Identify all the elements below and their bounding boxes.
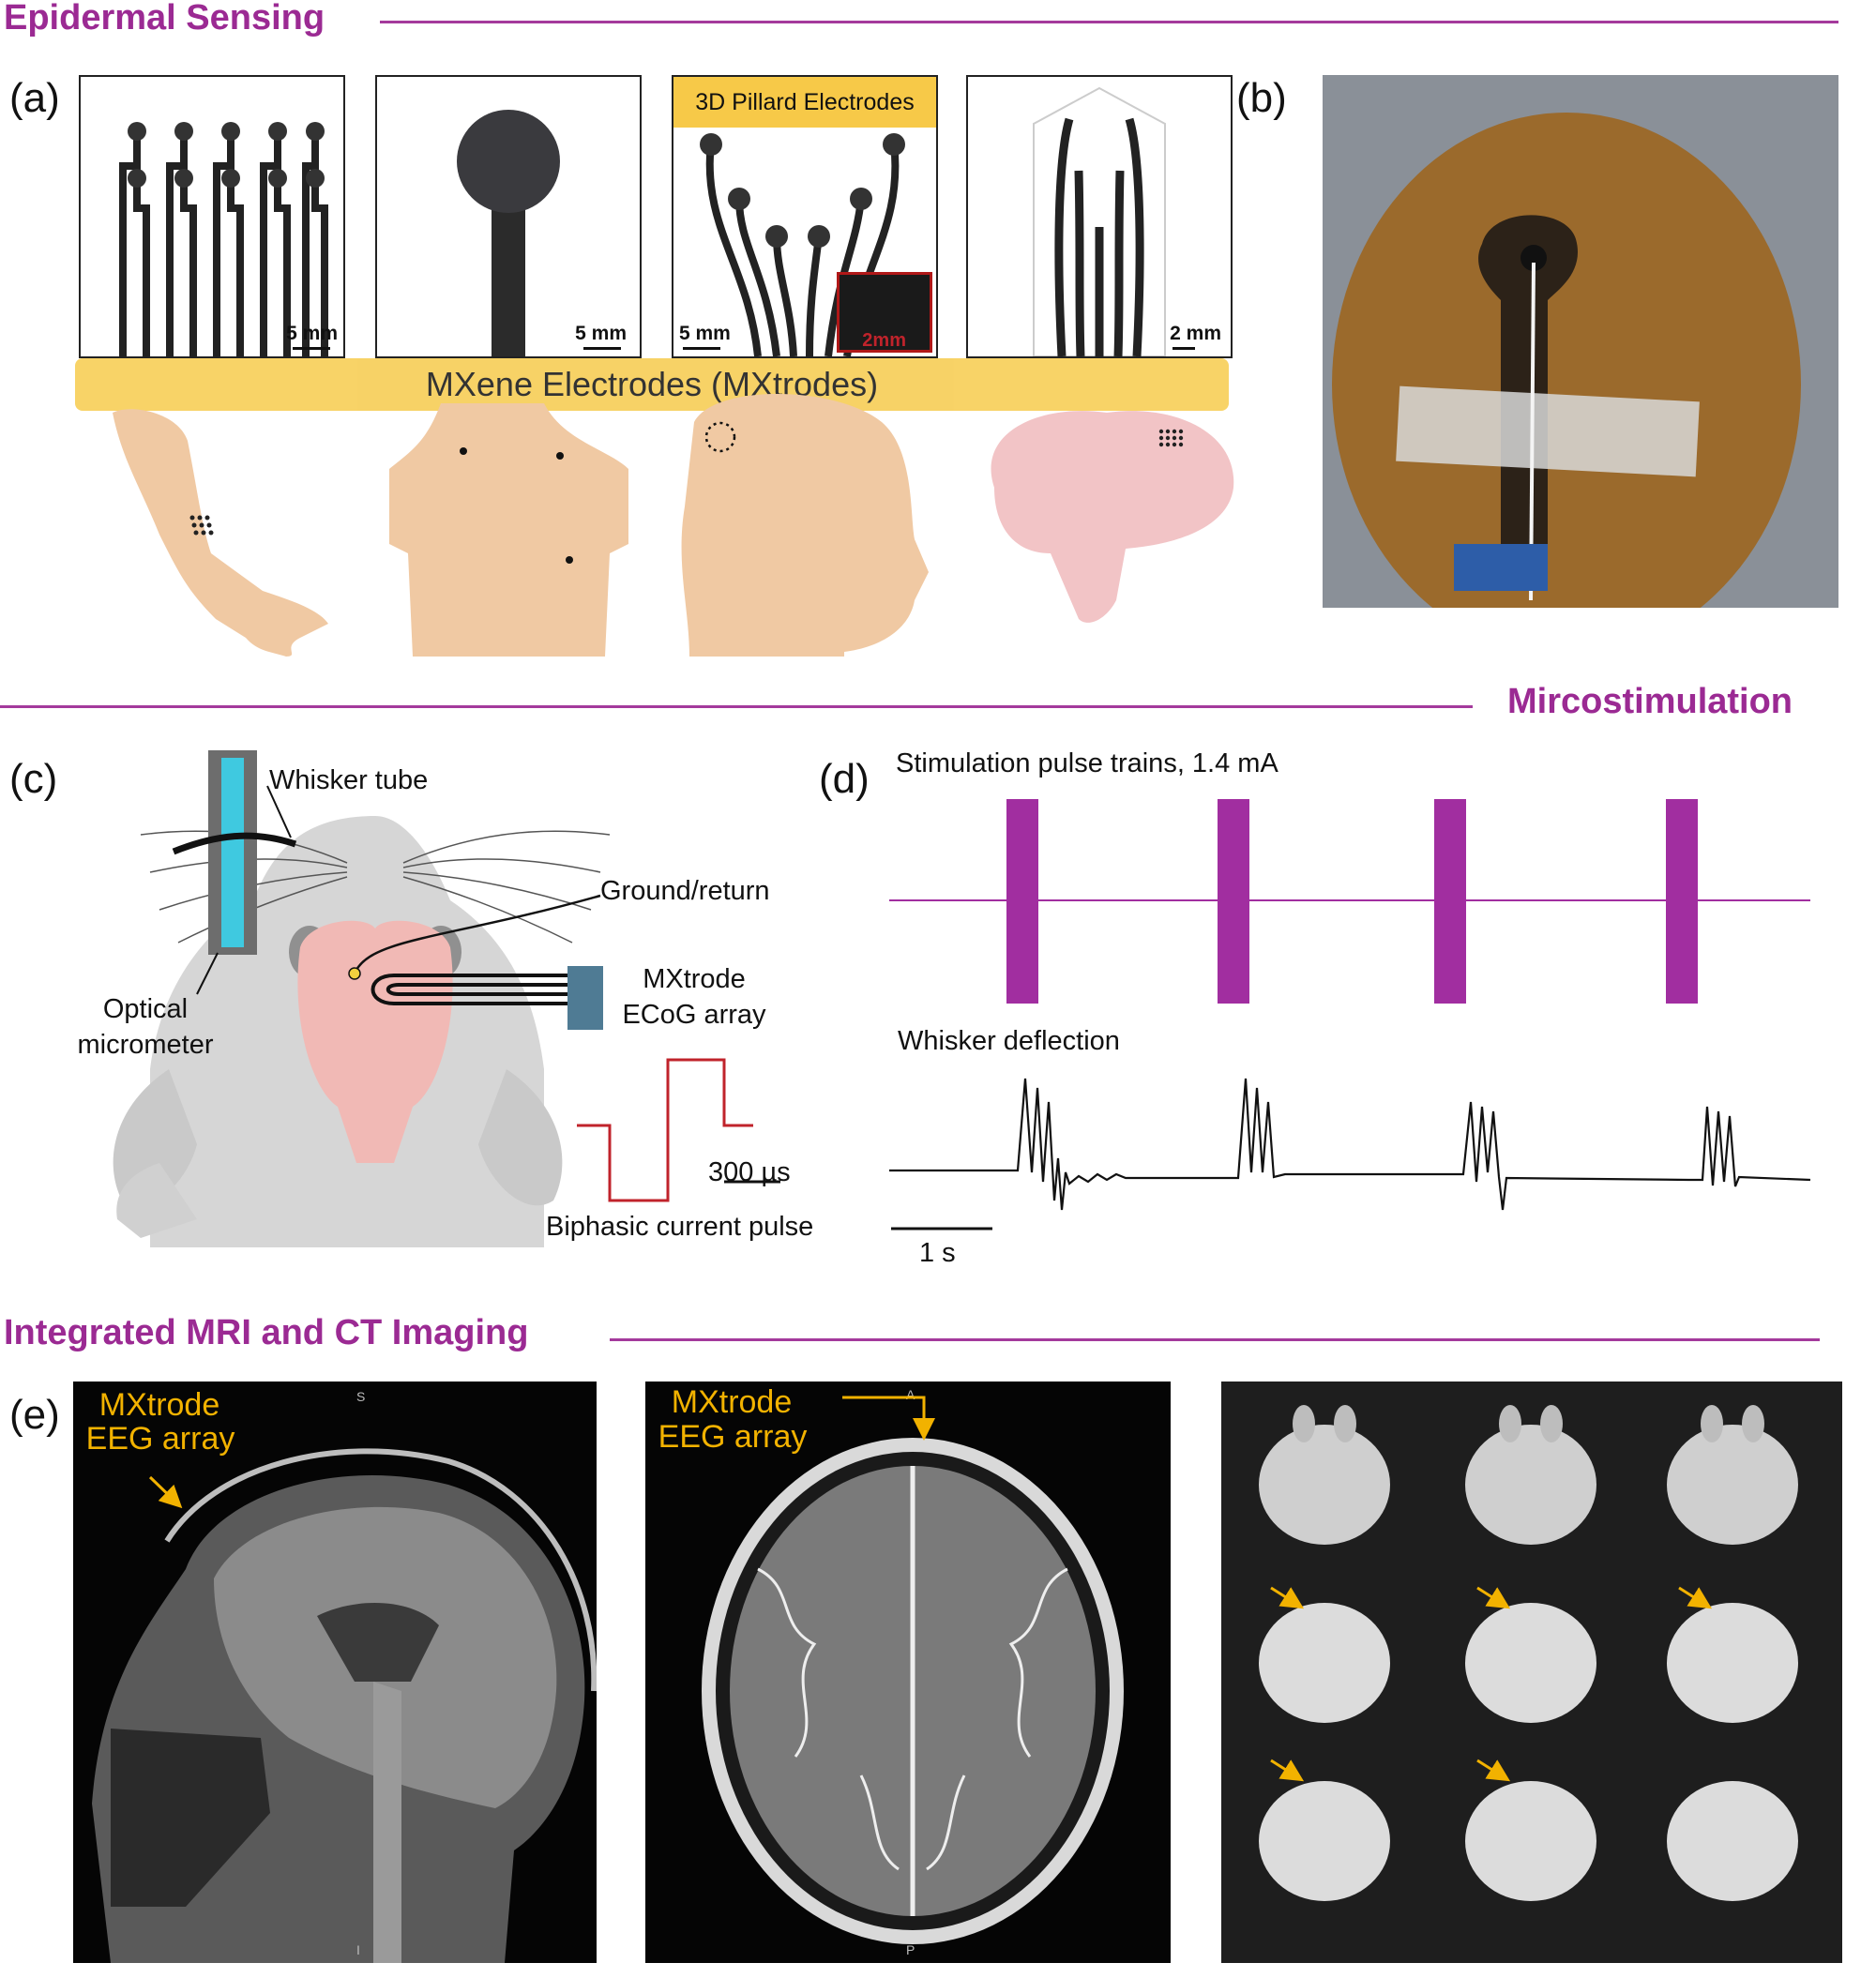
scale-label-2: 5 mm xyxy=(575,323,627,344)
electrode-pillar-drawing xyxy=(700,133,905,356)
biphasic-label: Biphasic current pulse xyxy=(546,1212,814,1242)
arm-illustration xyxy=(113,409,328,657)
eeg-label-2-line2: EEG array xyxy=(658,1419,808,1455)
ct-slice-3 xyxy=(1667,1425,1798,1545)
eeg-label-2-line1: MXtrode xyxy=(671,1384,793,1420)
mri-sagittal: S I xyxy=(73,1382,597,1963)
stimulation-title: Stimulation pulse trains, 1.4 mA xyxy=(896,748,1278,778)
ecog-array xyxy=(371,974,567,1005)
stim-pulses xyxy=(1006,799,1698,1004)
scale-label-3: 5 mm xyxy=(679,323,731,344)
scale-label-1: 5 mm xyxy=(286,323,338,344)
eeg-label-1-line2: EEG array xyxy=(85,1421,235,1457)
brain-illustration xyxy=(991,411,1234,623)
section-title-microstim: Mircostimulation xyxy=(1507,682,1793,721)
electrode-narrow-drawing xyxy=(1033,86,1166,356)
ct-slice-9 xyxy=(1667,1781,1798,1901)
body-illustrations xyxy=(113,394,1234,657)
mri-axial-drawing xyxy=(702,1438,1124,1944)
ct-slice-1 xyxy=(1259,1425,1390,1545)
ground-return-label: Ground/return xyxy=(600,876,770,906)
mri-marker-s: S xyxy=(356,1389,366,1404)
mxtrode-ecog-label-2: ECoG array xyxy=(622,1000,766,1030)
electrode-single-drawing xyxy=(457,110,560,356)
stimulation-trace xyxy=(889,799,1811,1231)
whisker-trace xyxy=(889,1078,1811,1211)
scale-bar-2 xyxy=(583,347,621,350)
whisker-tube-line xyxy=(172,832,297,855)
mxtrode-ecog-label-1: MXtrode xyxy=(643,964,746,994)
rat-diagram xyxy=(113,750,780,1247)
section-rule-epidermal xyxy=(380,21,1838,23)
section-rule-microstim xyxy=(0,705,1473,708)
biphasic-pulse xyxy=(577,1058,753,1202)
scalp-photo-drawing xyxy=(1323,75,1838,608)
whisker-tube-label: Whisker tube xyxy=(269,765,429,795)
scale-bar-4 xyxy=(1172,347,1195,350)
mri-marker-p: P xyxy=(906,1942,915,1957)
stim-pulse-1 xyxy=(1006,799,1038,1004)
torso-illustration xyxy=(389,403,628,657)
pulse-scale-label: 300 µs xyxy=(708,1157,791,1187)
scale-bar-3 xyxy=(683,347,720,350)
scale-label-4: 2 mm xyxy=(1170,323,1221,344)
pillar-banner: 3D Pillard Electrodes xyxy=(673,77,936,128)
ct-eye xyxy=(1499,1405,1521,1442)
ct-slice-4 xyxy=(1259,1603,1390,1723)
section-title-imaging: Integrated MRI and CT Imaging xyxy=(4,1313,529,1352)
optical-label-2: micrometer xyxy=(77,1030,214,1060)
ct-eye xyxy=(1701,1405,1723,1442)
stim-pulse-4 xyxy=(1666,799,1698,1004)
whisker-deflection-label: Whisker deflection xyxy=(898,1026,1120,1056)
panel-label-d: (d) xyxy=(819,756,870,802)
electrode-photo-narrow: 2 mm xyxy=(966,75,1233,358)
ct-slice-2 xyxy=(1465,1425,1596,1545)
ct-grid-drawing xyxy=(1259,1405,1798,1901)
stim-pulse-3 xyxy=(1434,799,1466,1004)
section-title-epidermal: Epidermal Sensing xyxy=(4,0,325,38)
panel-label-a: (a) xyxy=(9,75,60,121)
panel-label-c: (c) xyxy=(9,756,58,802)
stim-pulse-2 xyxy=(1218,799,1249,1004)
ct-eye xyxy=(1293,1405,1315,1442)
mri-sagittal-drawing xyxy=(92,1448,597,1963)
ct-slice-5 xyxy=(1465,1603,1596,1723)
ct-eye xyxy=(1540,1405,1563,1442)
head-illustration xyxy=(681,394,929,657)
pillar-inset xyxy=(837,272,932,353)
ct-eye xyxy=(1742,1405,1764,1442)
section-rule-imaging xyxy=(610,1338,1820,1341)
optical-label-1: Optical xyxy=(102,994,189,1024)
electrode-photo-pillar: 3D Pillard Electrodes 2mm 5 mm xyxy=(672,75,938,358)
rat-brain xyxy=(297,920,453,1163)
mri-axial: A P xyxy=(645,1382,1171,1963)
panel-label-b: (b) xyxy=(1236,75,1287,121)
eeg-label-1-line1: MXtrode xyxy=(98,1387,220,1423)
ct-slice-7 xyxy=(1259,1781,1390,1901)
scalp-photo xyxy=(1323,75,1838,608)
electrode-photo-array: 5 mm xyxy=(79,75,345,358)
panel-label-e: (e) xyxy=(9,1392,60,1438)
ct-slice-grid xyxy=(1221,1382,1842,1963)
ct-slice-6 xyxy=(1667,1603,1798,1723)
electrode-photo-single: 5 mm xyxy=(375,75,642,358)
mxtrodes-banner: MXene Electrodes (MXtrodes) xyxy=(75,358,1229,411)
time-scale-label: 1 s xyxy=(919,1238,956,1268)
mri-marker-a: A xyxy=(906,1387,915,1402)
mri-marker-i: I xyxy=(356,1942,360,1957)
ct-eye xyxy=(1334,1405,1356,1442)
scale-inset: 2mm xyxy=(862,330,906,351)
electrode-array-drawing xyxy=(119,122,328,356)
scale-bar-1 xyxy=(293,347,330,350)
ct-slice-8 xyxy=(1465,1781,1596,1901)
